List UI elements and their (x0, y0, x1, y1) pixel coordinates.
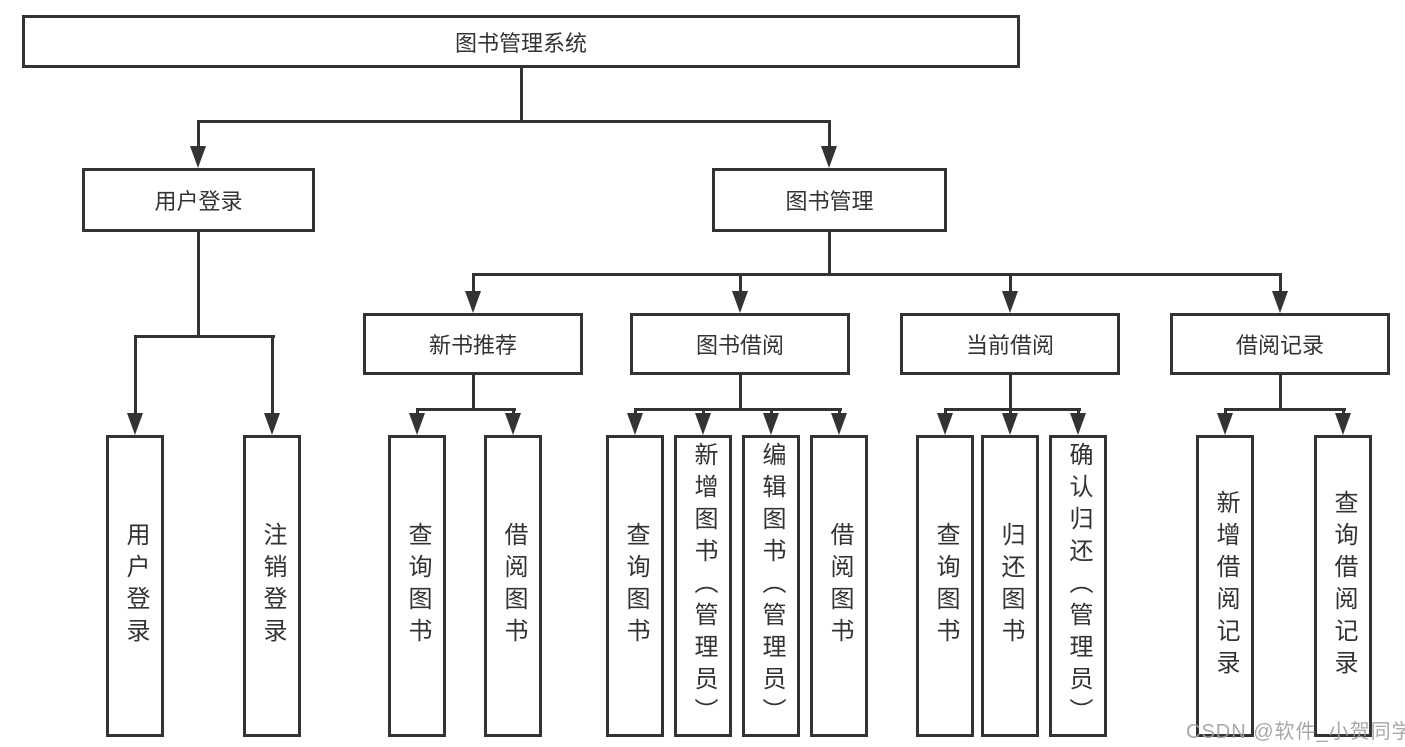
leaf-user-login-label: 用户登录 (122, 522, 149, 650)
arrowhead-query-book-3-icon (937, 413, 953, 435)
connector-drop-query-book-2 (634, 408, 637, 416)
node-book-management-label: 图书管理 (785, 189, 874, 214)
connector-drop-edit-book-admin (770, 408, 773, 416)
connector-current-borrow-rail (944, 408, 1081, 411)
connector-book-borrow-stem (739, 375, 742, 408)
arrowhead-leaf-user-login-icon (127, 413, 143, 435)
arrowhead-query-book-2-icon (627, 413, 643, 435)
arrowhead-confirm-return-icon (1070, 413, 1086, 435)
arrowhead-current-borrow-icon (1002, 291, 1018, 313)
leaf-query-book-1: 查询图书 (388, 435, 446, 737)
arrowhead-return-book-icon (1002, 413, 1018, 435)
connector-drop-confirm-return (1077, 408, 1080, 416)
node-user-login: 用户登录 (82, 168, 315, 232)
node-book-borrow-label: 图书借阅 (695, 333, 784, 358)
connector-drop-leaf-logout (271, 335, 274, 415)
connector-drop-query-borrow-record (1342, 408, 1345, 416)
connector-drop-add-borrow-record (1224, 408, 1227, 416)
connector-book-management-stem (828, 232, 831, 273)
leaf-logout: 注销登录 (243, 435, 301, 737)
connector-drop-book-management (828, 120, 831, 148)
leaf-add-book-admin-label: 新增图书（管理员） (690, 442, 717, 730)
arrowhead-query-book-1-icon (409, 413, 425, 435)
node-root: 图书管理系统 (22, 15, 1020, 68)
leaf-confirm-return-admin-label: 确认归还（管理员） (1065, 442, 1092, 730)
leaf-return-book: 归还图书 (981, 435, 1039, 737)
leaf-user-login: 用户登录 (106, 435, 164, 737)
connector-drop-borrow-book-1 (512, 408, 515, 416)
arrowhead-borrow-book-2-icon (831, 413, 847, 435)
node-root-label: 图书管理系统 (454, 30, 587, 56)
connector-book-borrow-rail (634, 408, 842, 411)
csdn-watermark: CSDN @软件_小贺同学 (1186, 721, 1405, 743)
node-book-borrow: 图书借阅 (630, 313, 850, 375)
arrowhead-add-borrow-record-icon (1217, 413, 1233, 435)
leaf-add-borrow-record-label: 新增借阅记录 (1212, 490, 1239, 682)
leaf-borrow-book-1: 借阅图书 (484, 435, 542, 737)
connector-drop-current-borrow (1009, 273, 1012, 293)
leaf-edit-book-admin: 编辑图书（管理员） (742, 435, 800, 737)
arrowhead-edit-book-admin-icon (763, 413, 779, 435)
node-new-book-recommend-label: 新书推荐 (428, 333, 517, 358)
arrowhead-borrow-book-1-icon (505, 413, 521, 435)
connector-user-login-rail (134, 335, 275, 338)
connector-current-borrow-stem (1009, 375, 1012, 408)
leaf-query-book-2: 查询图书 (606, 435, 664, 737)
node-current-borrow: 当前借阅 (900, 313, 1120, 375)
connector-drop-query-book-3 (944, 408, 947, 416)
connector-drop-query-book-1 (416, 408, 419, 416)
leaf-edit-book-admin-label: 编辑图书（管理员） (758, 442, 785, 730)
connector-drop-user-login (197, 120, 200, 148)
leaf-borrow-book-2-label: 借阅图书 (826, 522, 853, 650)
leaf-add-book-admin: 新增图书（管理员） (674, 435, 732, 737)
connector-borrow-record-stem (1279, 375, 1282, 408)
arrowhead-user-login-icon (190, 146, 206, 168)
connector-root-rail (197, 120, 831, 123)
leaf-borrow-book-2: 借阅图书 (810, 435, 868, 737)
node-new-book-recommend: 新书推荐 (363, 313, 583, 375)
connector-borrow-record-rail (1224, 408, 1346, 411)
arrowhead-borrow-record-icon (1272, 291, 1288, 313)
leaf-query-book-1-label: 查询图书 (404, 522, 431, 650)
leaf-query-borrow-record: 查询借阅记录 (1314, 435, 1372, 737)
leaf-query-borrow-record-label: 查询借阅记录 (1330, 490, 1357, 682)
node-borrow-record: 借阅记录 (1170, 313, 1390, 375)
connector-drop-book-borrow (739, 273, 742, 293)
leaf-confirm-return-admin: 确认归还（管理员） (1049, 435, 1107, 737)
connector-drop-borrow-book-2 (838, 408, 841, 416)
connector-root-stem (520, 68, 523, 120)
connector-drop-borrow-record (1279, 273, 1282, 293)
node-current-borrow-label: 当前借阅 (965, 333, 1054, 358)
node-book-management: 图书管理 (712, 168, 947, 232)
node-borrow-record-label: 借阅记录 (1235, 333, 1324, 358)
arrowhead-leaf-logout-icon (264, 413, 280, 435)
leaf-return-book-label: 归还图书 (997, 522, 1024, 650)
arrowhead-book-borrow-icon (732, 291, 748, 313)
arrowhead-query-borrow-record-icon (1335, 413, 1351, 435)
arrowhead-book-management-icon (821, 146, 837, 168)
leaf-query-book-3: 查询图书 (916, 435, 974, 737)
node-user-login-label: 用户登录 (154, 189, 243, 214)
leaf-borrow-book-1-label: 借阅图书 (500, 522, 527, 650)
leaf-logout-label: 注销登录 (259, 522, 286, 650)
connector-drop-leaf-user-login (134, 335, 137, 415)
connector-new-book-recommend-stem (472, 375, 475, 408)
arrowhead-add-book-admin-icon (695, 413, 711, 435)
connector-new-book-recommend-rail (416, 408, 516, 411)
arrowhead-new-book-recommend-icon (465, 291, 481, 313)
leaf-add-borrow-record: 新增借阅记录 (1196, 435, 1254, 737)
connector-book-management-rail (472, 273, 1282, 276)
connector-drop-new-book-recommend (472, 273, 475, 293)
connector-drop-add-book-admin (702, 408, 705, 416)
leaf-query-book-3-label: 查询图书 (932, 522, 959, 650)
connector-user-login-stem (197, 232, 200, 335)
connector-drop-return-book (1009, 408, 1012, 416)
leaf-query-book-2-label: 查询图书 (622, 522, 649, 650)
